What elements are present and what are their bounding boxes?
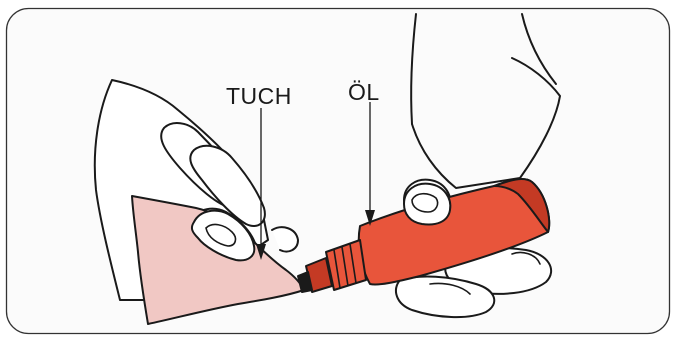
cloth-label: TUCH — [226, 83, 292, 109]
right-finger-front — [404, 184, 450, 225]
oil-label: ÖL — [348, 79, 380, 105]
